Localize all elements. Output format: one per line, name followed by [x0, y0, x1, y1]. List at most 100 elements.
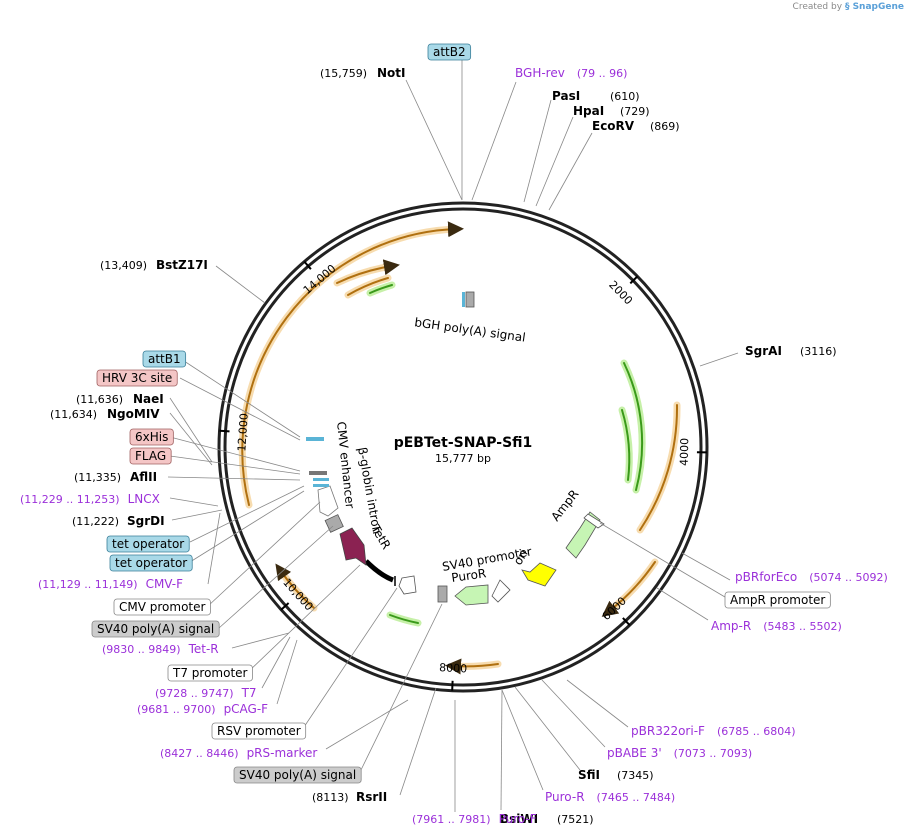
tet-operator-2	[313, 484, 329, 487]
label-box-tag	[96, 369, 178, 387]
primer-prs-marker: pRS-marker	[247, 746, 318, 760]
label-tet-operator: tet operator	[112, 537, 184, 551]
label-box-promoter	[211, 722, 307, 740]
puror-arrow	[454, 584, 489, 606]
primer-range: (7073 .. 7093)	[674, 747, 753, 760]
label-box-promoter	[167, 664, 253, 682]
scale-tick-mark	[303, 260, 312, 270]
label-box-tag	[129, 447, 172, 465]
scale-tick-mark	[629, 275, 639, 285]
label-hrv-3c-site: HRV 3C site	[102, 371, 172, 385]
backbone	[217, 201, 709, 693]
beta-globin-label: β-globin intron	[355, 446, 384, 535]
enzyme-aflii: AflII	[130, 470, 157, 484]
snapgene-credit: Created by § SnapGene	[793, 2, 904, 12]
primer-range: (79 .. 96)	[577, 67, 628, 80]
label-t7-promoter: T7 promoter	[172, 666, 248, 680]
sv40-promoter-arrow	[491, 579, 511, 603]
cmv-promoter-arrow	[317, 485, 339, 517]
label-tet-operator: tet operator	[115, 556, 187, 570]
label-sv40-poly-a-signal: SV40 poly(A) signal	[239, 768, 356, 782]
label-sv40-poly-a-signal: SV40 poly(A) signal	[97, 622, 214, 636]
outer-orf-arcs	[238, 221, 681, 675]
primer-amp-r: Amp-R	[711, 619, 751, 633]
enzyme-naei: NaeI	[133, 392, 164, 406]
label-box-terminator	[91, 620, 220, 638]
primer-range: (11,129 .. 11,149)	[38, 578, 138, 591]
enzyme-pasi: PasI	[552, 89, 580, 103]
enzyme-coord: (15,759)	[320, 67, 367, 80]
label-6xhis: 6xHis	[135, 430, 168, 444]
ampr-label: AmpR	[548, 487, 581, 524]
bgh-marker	[462, 292, 465, 307]
label-attb1: attB1	[148, 352, 181, 366]
enzyme-coord: (610)	[610, 90, 640, 103]
label-box-site	[109, 554, 193, 572]
enzyme-bstz17i: BstZ17I	[156, 258, 208, 272]
primer-cmv-f: CMV-F	[146, 577, 184, 591]
sv40-polya-box	[437, 585, 448, 603]
scale-tick-label: 12,000	[235, 413, 251, 452]
credit-brand: SnapGene	[852, 2, 904, 12]
primer-t7: T7	[241, 686, 257, 700]
primer-range: (8427 .. 8446)	[160, 747, 239, 760]
label-cmv-promoter: CMV promoter	[119, 600, 206, 614]
label-box-tag	[129, 428, 174, 446]
tet-operator-1	[313, 478, 329, 481]
primer-pbrforeco: pBRforEco	[735, 570, 797, 584]
enzyme-coord: (13,409)	[100, 259, 147, 272]
primer-range: (11,229 .. 11,253)	[20, 493, 120, 506]
scale-tick-label: 8000	[439, 661, 468, 675]
cmv-enhancer-label: CMV enhancer	[334, 421, 357, 509]
enzyme-coord: (8113)	[312, 791, 349, 804]
label-box-site	[427, 43, 472, 61]
enzyme-hpai: HpaI	[573, 104, 604, 118]
ampr-promoter-shape	[583, 513, 605, 529]
plasmid-name: pEBTet-SNAP-Sfi1	[394, 435, 533, 451]
primer-range: (6785 .. 6804)	[717, 725, 796, 738]
enzyme-coord: (11,335)	[74, 471, 121, 484]
enzyme-sgrai: SgrAI	[745, 344, 782, 358]
plasmid-length: 15,777 bp	[435, 452, 491, 465]
enzyme-sgrdi: SgrDI	[127, 514, 165, 528]
enzyme-coord: (7521)	[557, 813, 594, 826]
scale-tick-label: 4000	[678, 438, 692, 466]
rsv-promoter-arrow	[398, 575, 417, 595]
label-box-site	[106, 535, 190, 553]
enzyme-coord: (869)	[650, 120, 680, 133]
scale-tick-mark	[280, 602, 290, 611]
flag-6xhis-marker	[309, 471, 327, 475]
primer-range: (7465 .. 7484)	[597, 791, 676, 804]
bgh-polya-box	[465, 291, 475, 308]
label-attb2: attB2	[433, 45, 466, 59]
enzyme-coord: (3116)	[800, 345, 837, 358]
primer-pbr322ori-f: pBR322ori-F	[631, 724, 705, 738]
primer-lncx: LNCX	[128, 492, 160, 506]
enzyme-coord: (729)	[620, 105, 650, 118]
credit-prefix: Created by	[792, 2, 843, 12]
enzyme-ecorv: EcoRV	[592, 119, 635, 133]
primer-pcag-f: pCAG-F	[224, 702, 269, 716]
bgh-polya-label: bGH poly(A) signal	[414, 315, 527, 344]
enzyme-coord: (11,636)	[76, 393, 123, 406]
leader-lines	[167, 60, 739, 812]
puror-label: PuroR	[450, 566, 487, 585]
primer-range: (9681 .. 9700)	[137, 703, 216, 716]
scale-tick-mark	[219, 429, 230, 433]
primer-pbabe-3-: pBABE 3'	[607, 746, 662, 760]
sv40-polya-box-2	[324, 514, 344, 533]
enzyme-coord: (11,222)	[72, 515, 119, 528]
primer-tet-r: Tet-R	[188, 642, 219, 656]
primer-range: (5483 .. 5502)	[763, 620, 842, 633]
primer-puro-r: Puro-R	[545, 790, 585, 804]
tetr-arrow	[339, 527, 367, 566]
primer-range: (9728 .. 9747)	[155, 687, 234, 700]
enzyme-sfii: SfiI	[578, 768, 600, 782]
label-flag: FLAG	[135, 449, 166, 463]
enzyme-coord: (11,634)	[50, 408, 97, 421]
scale-tick-mark	[622, 617, 631, 626]
primer-range: (9830 .. 9849)	[102, 643, 181, 656]
feature-labels: (15,759)NotI(610)PasI(729)HpaI(869)EcoRV…	[20, 43, 888, 826]
attb1-marker	[306, 437, 324, 441]
